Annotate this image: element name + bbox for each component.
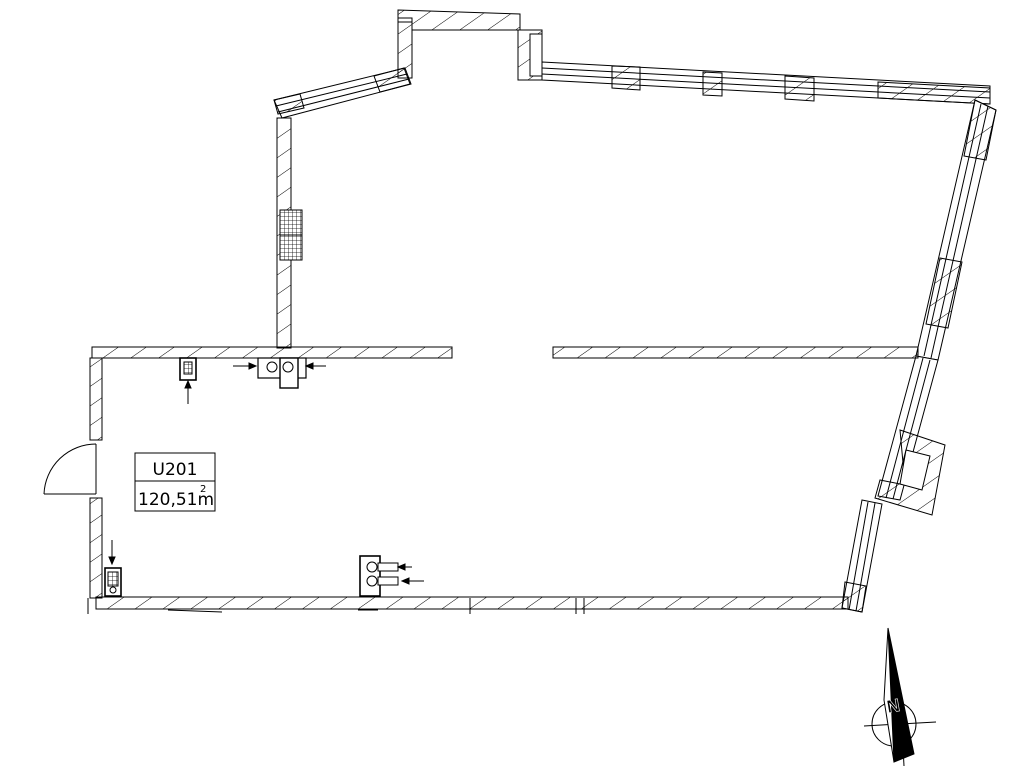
room-area: 120,51m xyxy=(138,490,214,510)
partition-left xyxy=(91,346,453,359)
partition-right xyxy=(552,346,919,359)
entrance-door xyxy=(43,443,97,495)
room-walls xyxy=(87,357,849,614)
exterior-walls xyxy=(273,9,997,613)
wall-bay-left xyxy=(397,17,413,79)
wall-bay-top xyxy=(397,9,521,31)
room-area-unit: m xyxy=(197,490,214,510)
room-label: U201 120,51m 2 xyxy=(134,452,216,512)
room-id: U201 xyxy=(153,460,198,480)
north-letter: N xyxy=(885,695,901,717)
installation-shafts xyxy=(104,357,424,597)
room-area-exponent: 2 xyxy=(200,484,206,495)
room-area-value: 120,51 xyxy=(138,490,197,510)
wall-room-left-upper xyxy=(89,357,103,441)
room-label-box xyxy=(134,452,216,512)
wall-room-bottom xyxy=(95,596,849,610)
wall-room-left-lower xyxy=(89,497,103,599)
partition-wall xyxy=(91,346,919,359)
north-arrow: N xyxy=(863,627,937,767)
